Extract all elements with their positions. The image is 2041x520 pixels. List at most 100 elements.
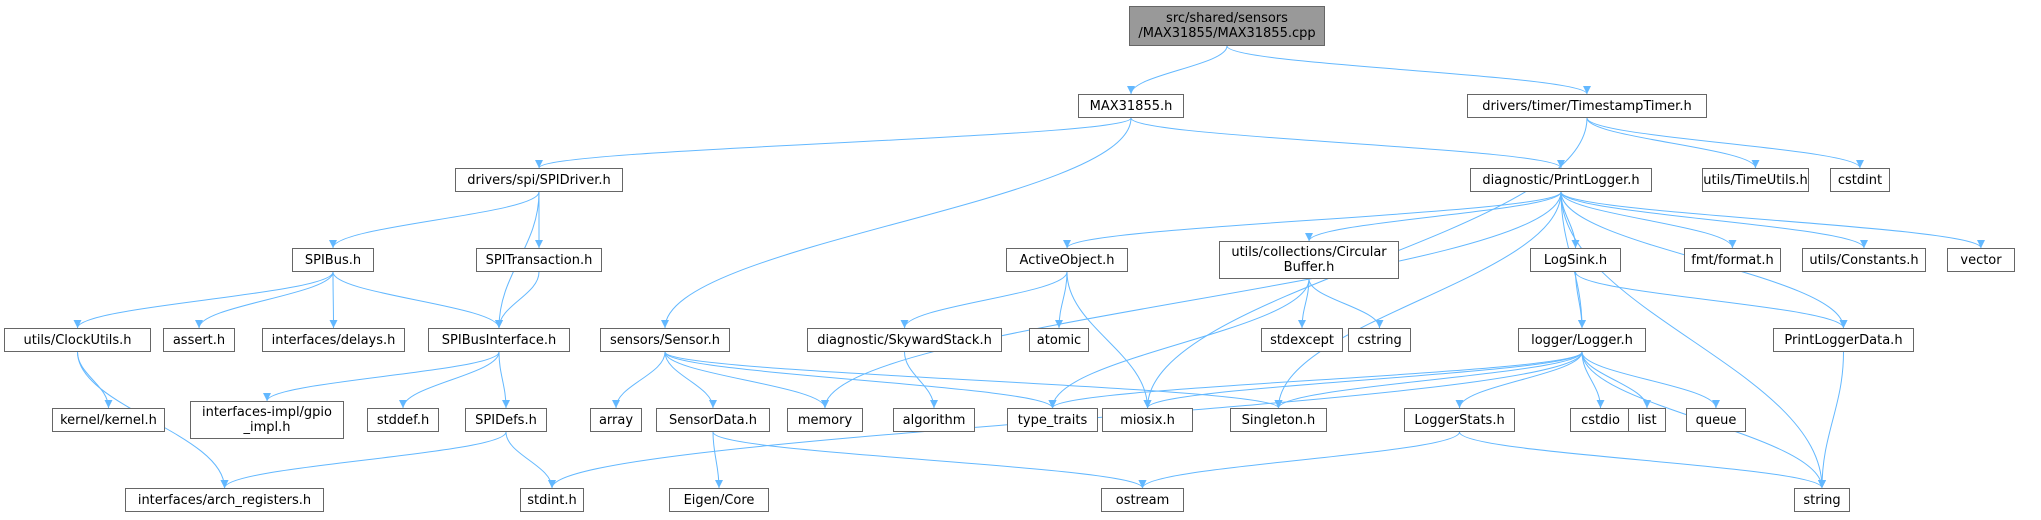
edge-printlogger-to-fmtformat — [1560, 191, 1737, 249]
edge-printlogger-to-activeobject — [1063, 191, 1562, 249]
node-atomic: atomic — [1029, 328, 1089, 352]
edge-printlogger-to-singleton — [1274, 191, 1562, 409]
node-archregisters: interfaces/arch_registers.h — [125, 488, 324, 512]
edge-spidefs-to-stdinth — [505, 431, 556, 489]
node-miosix: miosix.h — [1102, 408, 1193, 432]
edge-max31855-to-spidriver — [535, 117, 1132, 169]
edge-activeobject-to-atomic — [1055, 271, 1068, 329]
edge-activeobject-to-skywardstack — [900, 271, 1068, 329]
node-constants[interactable]: utils/Constants.h — [1802, 248, 1926, 272]
node-circularbuffer[interactable]: utils/collections/Circular Buffer.h — [1219, 241, 1399, 279]
node-stdexcept: stdexcept — [1261, 328, 1343, 352]
edge-spibusinterface-to-gpioimpl — [263, 351, 500, 402]
edge-printlogger-to-circularbuffer — [1305, 191, 1562, 242]
edge-printloggerdata-to-string — [1818, 351, 1844, 489]
edge-printlogger-to-string — [1560, 191, 1826, 489]
edge-logsink-to-logger — [1575, 271, 1586, 329]
edge-loggerstats-to-ostream — [1138, 431, 1460, 489]
edge-logger-to-list — [1581, 351, 1651, 409]
node-queue: queue — [1686, 408, 1746, 432]
node-skywardstack[interactable]: diagnostic/SkywardStack.h — [807, 328, 1002, 352]
edge-root-to-timestamptimer — [1226, 45, 1591, 95]
edge-skywardstack-to-algorithm — [904, 351, 938, 409]
node-cstdio: cstdio — [1570, 408, 1631, 432]
node-asserth: assert.h — [163, 328, 235, 352]
node-sensor[interactable]: sensors/Sensor.h — [600, 328, 730, 352]
node-printlogger[interactable]: diagnostic/PrintLogger.h — [1470, 168, 1652, 192]
node-ostream: ostream — [1101, 488, 1184, 512]
edge-spibusinterface-to-stddef — [399, 351, 500, 409]
edge-clockutils-to-kernel — [77, 351, 113, 409]
node-typetraits: type_traits — [1007, 408, 1098, 432]
node-root: src/shared/sensors /MAX31855/MAX31855.cp… — [1129, 6, 1325, 46]
edge-spibus-to-clockutils — [73, 271, 334, 329]
edge-max31855-to-printlogger — [1130, 117, 1565, 169]
edge-logsink-to-printloggerdata — [1575, 271, 1848, 329]
edge-spibus-to-asserth — [195, 271, 334, 329]
node-spibusinterface[interactable]: SPIBusInterface.h — [428, 328, 570, 352]
edge-sensor-to-typetraits — [664, 351, 1057, 409]
node-logsink[interactable]: LogSink.h — [1530, 248, 1621, 272]
edge-printlogger-to-constants — [1560, 191, 1868, 249]
node-delays: interfaces/delays.h — [262, 328, 405, 352]
node-clockutils[interactable]: utils/ClockUtils.h — [4, 328, 151, 352]
edge-spidriver-to-spibus — [329, 191, 540, 249]
node-spitransaction[interactable]: SPITransaction.h — [476, 248, 602, 272]
edge-sensor-to-memory — [664, 351, 829, 409]
node-logger[interactable]: logger/Logger.h — [1518, 328, 1646, 352]
node-activeobject[interactable]: ActiveObject.h — [1006, 248, 1128, 272]
edge-sensor-to-array — [612, 351, 666, 409]
edge-sensor-to-singleton — [664, 351, 1283, 409]
edge-printlogger-to-memory — [821, 191, 1562, 409]
node-vector: vector — [1947, 248, 2015, 272]
node-kernel: kernel/kernel.h — [52, 408, 165, 432]
edge-logger-to-typetraits — [1048, 351, 1583, 409]
edge-loggerstats-to-string — [1459, 431, 1826, 489]
node-gpioimpl: interfaces-impl/gpio _impl.h — [190, 401, 344, 439]
node-spidefs[interactable]: SPIDefs.h — [465, 408, 547, 432]
edge-logger-to-queue — [1581, 351, 1720, 409]
node-string: string — [1794, 488, 1850, 512]
edge-sensordata-to-eigencore — [712, 431, 723, 489]
edge-timestamptimer-to-timeutils — [1586, 117, 1760, 169]
edge-spibusinterface-to-spidefs — [498, 351, 510, 409]
edge-activeobject-to-miosix — [1066, 271, 1152, 409]
node-sensordata[interactable]: SensorData.h — [656, 408, 770, 432]
node-eigencore: Eigen/Core — [669, 488, 769, 512]
node-spidriver[interactable]: drivers/spi/SPIDriver.h — [455, 168, 623, 192]
node-memory: memory — [787, 408, 863, 432]
edge-sensordata-to-ostream — [712, 431, 1147, 489]
node-timestamptimer[interactable]: drivers/timer/TimestampTimer.h — [1467, 94, 1707, 118]
node-list: list — [1628, 408, 1666, 432]
node-stdinth: stdint.h — [520, 488, 584, 512]
edge-spibus-to-spibusinterface — [332, 271, 503, 329]
edge-logger-to-loggerstats — [1455, 351, 1583, 409]
node-algorithm: algorithm — [893, 408, 975, 432]
edge-spitransaction-to-spibusinterface — [495, 271, 540, 329]
node-cstdint: cstdint — [1830, 168, 1890, 192]
edge-spidefs-to-archregisters — [220, 431, 507, 489]
node-spibus[interactable]: SPIBus.h — [292, 248, 374, 272]
node-printloggerdata[interactable]: PrintLoggerData.h — [1773, 328, 1914, 352]
node-timeutils[interactable]: utils/TimeUtils.h — [1702, 168, 1809, 192]
edge-root-to-max31855 — [1127, 45, 1228, 95]
edge-sensor-to-sensordata — [664, 351, 717, 409]
edge-logger-to-miosix — [1143, 351, 1583, 409]
node-cstring: cstring — [1348, 328, 1411, 352]
node-array: array — [590, 408, 642, 432]
node-singleton[interactable]: Singleton.h — [1230, 408, 1327, 432]
edge-printlogger-to-vector — [1560, 191, 1985, 249]
edge-spibus-to-delays — [329, 271, 338, 329]
edge-circularbuffer-to-cstring — [1308, 278, 1384, 329]
node-max31855[interactable]: MAX31855.h — [1078, 94, 1184, 118]
edge-timestamptimer-to-cstdint — [1586, 117, 1864, 169]
node-stddef: stddef.h — [367, 408, 439, 432]
node-fmtformat: fmt/format.h — [1684, 248, 1781, 272]
edge-circularbuffer-to-stdexcept — [1298, 278, 1310, 329]
edge-circularbuffer-to-typetraits — [1048, 278, 1310, 409]
node-loggerstats[interactable]: LoggerStats.h — [1404, 408, 1515, 432]
edge-max31855-to-sensor — [661, 117, 1132, 329]
edge-logger-to-singleton — [1274, 351, 1583, 409]
